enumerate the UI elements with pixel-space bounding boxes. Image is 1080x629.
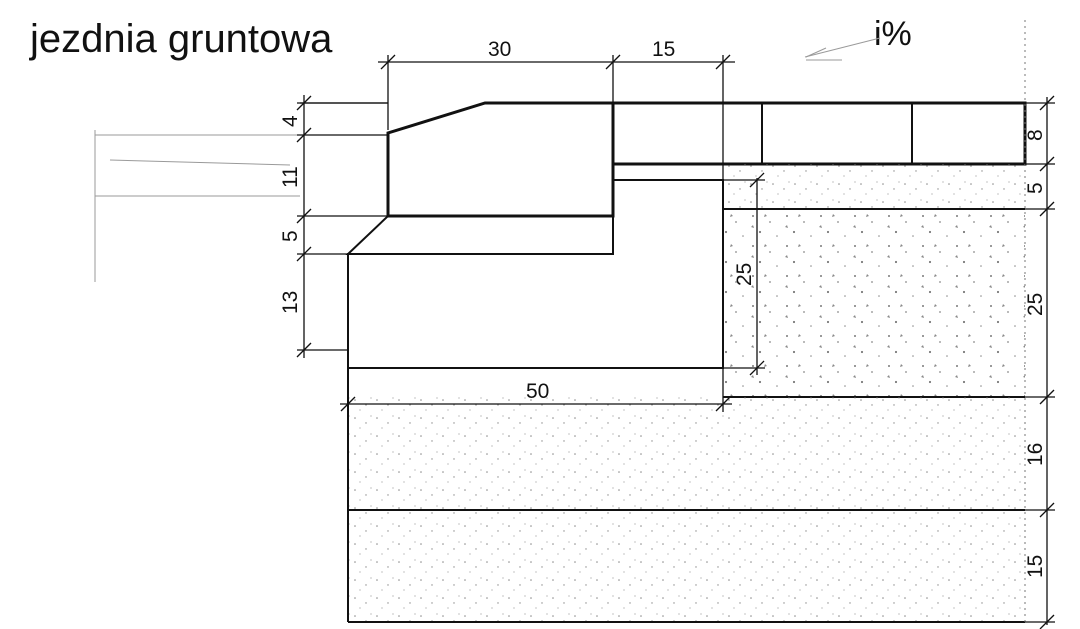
dim-label-4: 4 (279, 115, 302, 127)
mortar-layer (345, 215, 614, 255)
dim-label-15: 15 (652, 38, 675, 61)
dim-label-right-25: 25 (1024, 293, 1047, 316)
dim-label-30: 30 (488, 38, 511, 61)
dim-label-right-15: 15 (1024, 555, 1047, 578)
subbase-layer (348, 397, 1025, 510)
dim-label-50: 50 (526, 380, 549, 403)
base-layer (723, 209, 1025, 397)
left-dimension-line (296, 95, 388, 358)
dim-label-mid-25: 25 (733, 263, 756, 286)
dim-label-right-5: 5 (1024, 182, 1047, 194)
slope-label: i% (874, 15, 912, 53)
slope-arrow-line (804, 37, 881, 58)
dim-label-right-8: 8 (1024, 129, 1047, 141)
bottom-dimension-line (340, 368, 732, 412)
dim-label-13: 13 (279, 291, 302, 314)
left-construction-lines (94, 130, 300, 282)
drawing-title: jezdnia gruntowa (29, 17, 333, 61)
bottom-layer (348, 510, 1025, 622)
pavement-top-layer (611, 101, 1027, 166)
dim-label-5: 5 (279, 230, 302, 242)
mid-dimension-line (723, 172, 765, 376)
concrete-foundation (347, 179, 724, 369)
dim-label-11: 11 (279, 166, 302, 188)
slope-arrow-head (805, 47, 827, 58)
top-dimension-line (378, 54, 735, 180)
dim-label-right-16: 16 (1024, 443, 1047, 466)
bedding-layer (723, 164, 1025, 209)
right-dimension-line (1025, 95, 1055, 629)
curb-stone (386, 101, 615, 218)
